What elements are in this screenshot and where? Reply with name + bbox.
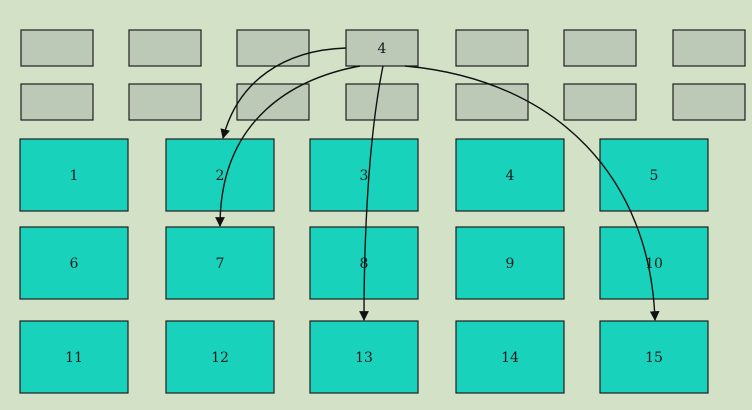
small-box: [236, 83, 310, 121]
grid-cell: [309, 320, 419, 394]
grid-cell: [165, 320, 275, 394]
grid-cell: [599, 320, 709, 394]
small-box: [236, 29, 310, 67]
grid-cell-label: 7: [216, 256, 225, 272]
grid-row-1: [19, 138, 709, 212]
grid-cell: [19, 320, 129, 394]
small-box: [128, 29, 202, 67]
small-box: [455, 83, 529, 121]
top-row-2: [20, 83, 746, 121]
top-row-1: 4: [20, 29, 746, 67]
grid-row-3: [19, 320, 709, 394]
grid-cell: [455, 138, 565, 212]
grid-cell-label: 1: [70, 168, 79, 184]
grid-cell-label: 5: [650, 168, 659, 184]
edge-4-to-2: [220, 47, 347, 139]
grid-cell: [309, 138, 419, 212]
grid-cell-label: 3: [360, 168, 369, 184]
grid-cell: [19, 138, 129, 212]
grid-cell-label: 4: [506, 168, 515, 184]
small-box: [563, 83, 637, 121]
grid-cell-label: 14: [501, 350, 519, 366]
edge-4-to-15: [404, 65, 660, 321]
small-box-label-source: 4: [378, 41, 387, 57]
small-box: [128, 83, 202, 121]
grid-cell-label: 6: [70, 256, 79, 272]
grid-cell-label: 9: [506, 256, 515, 272]
grid-cell: [599, 226, 709, 300]
edge-4-to-7: [215, 65, 361, 227]
grid-cell-label: 10: [645, 256, 663, 272]
grid-cell-label: 2: [216, 168, 225, 184]
grid-cell: [455, 226, 565, 300]
edges: [215, 47, 660, 321]
small-box: [20, 29, 94, 67]
grid-cell: [19, 226, 129, 300]
grid-cell: [165, 226, 275, 300]
small-box: [672, 29, 746, 67]
grid-cell-label: 13: [355, 350, 373, 366]
grid-cell: [165, 138, 275, 212]
grid-cell-label: 15: [645, 350, 663, 366]
small-box: [563, 29, 637, 67]
edge-4-to-13: [359, 65, 384, 321]
small-box: [20, 83, 94, 121]
small-box: [455, 29, 529, 67]
grid-cell-label: 8: [360, 256, 369, 272]
grid-cell: [599, 138, 709, 212]
small-box: [672, 83, 746, 121]
grid-cell-label: 11: [65, 350, 83, 366]
grid-cell-label: 12: [211, 350, 229, 366]
small-box: [345, 83, 419, 121]
grid-labels: 1 2 3 4 5 6 7 8 9 10 11 12 13 14 15: [65, 168, 663, 366]
grid-cell: [455, 320, 565, 394]
